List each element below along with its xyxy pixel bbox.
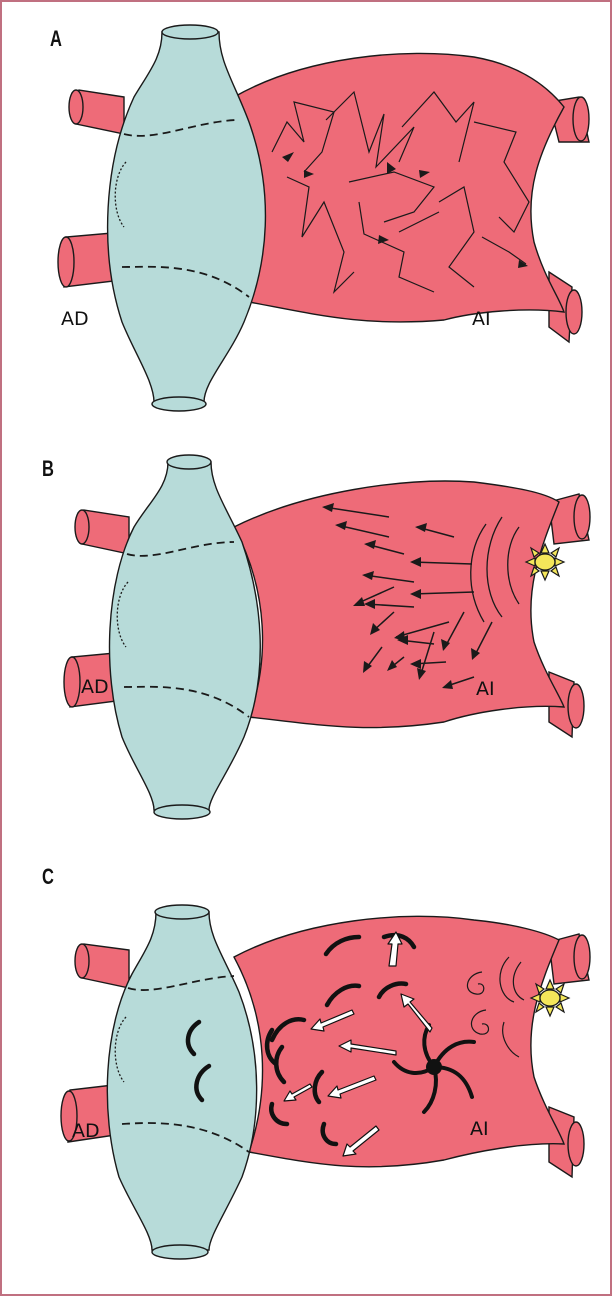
panel-b: B AD AI (4, 432, 612, 862)
panel-c: C AD AI (4, 862, 612, 1296)
panel-letter: C (42, 864, 54, 890)
panel-letter: B (42, 456, 54, 482)
right-atrium (61, 905, 257, 1259)
panel-b-diagram (4, 432, 612, 862)
right-atrium (58, 25, 265, 411)
right-atrium (64, 455, 260, 819)
left-atrium-label: AI (470, 1118, 489, 1140)
right-atrium-label: AD (61, 308, 89, 330)
left-atrium (234, 481, 590, 737)
left-atrium-label: AI (476, 678, 495, 700)
panel-letter: A (50, 26, 62, 52)
focus-sun-icon (526, 544, 564, 580)
left-atrium (234, 53, 589, 342)
panel-a: A AD AI (4, 2, 612, 432)
panel-a-diagram (4, 2, 612, 432)
right-atrium-label: AD (72, 1120, 100, 1142)
left-atrium (202, 916, 590, 1177)
left-atrium-label: AI (472, 308, 491, 330)
focus-sun-icon (531, 980, 569, 1016)
panel-c-diagram (4, 862, 612, 1296)
right-atrium-label: AD (81, 676, 109, 698)
